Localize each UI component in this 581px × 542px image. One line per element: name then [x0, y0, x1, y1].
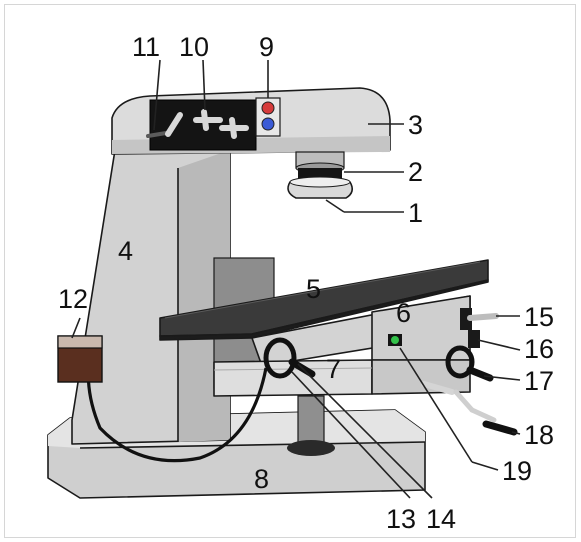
spindle-assembly — [287, 151, 354, 199]
elevating-screw — [287, 395, 335, 456]
label-16: 16 — [524, 334, 554, 364]
label-12: 12 — [58, 284, 88, 314]
label-10: 10 — [179, 32, 209, 62]
label-14: 14 — [426, 504, 456, 534]
coolant-tank — [57, 335, 268, 463]
part-labels: 11 10 9 3 2 1 4 5 6 7 8 12 13 14 15 16 1… — [58, 32, 554, 534]
blue-button-icon — [261, 117, 275, 131]
label-4: 4 — [118, 236, 133, 266]
knee — [213, 359, 471, 397]
work-table — [159, 259, 489, 341]
lever-icon — [146, 112, 183, 138]
machine-column — [71, 149, 275, 445]
green-indicator-icon — [391, 336, 399, 344]
label-13: 13 — [386, 504, 416, 534]
lever-icon — [193, 109, 223, 131]
label-1: 1 — [408, 198, 423, 228]
label-9: 9 — [259, 32, 274, 62]
label-11: 11 — [132, 32, 160, 62]
red-button-icon — [261, 101, 275, 115]
label-2: 2 — [408, 157, 423, 187]
label-8: 8 — [254, 464, 269, 494]
label-15: 15 — [524, 302, 554, 332]
label-17: 17 — [524, 366, 554, 396]
label-18: 18 — [524, 420, 554, 450]
lever-icon — [219, 117, 249, 139]
label-19: 19 — [502, 456, 532, 486]
label-7: 7 — [326, 354, 341, 384]
label-5: 5 — [306, 274, 321, 304]
label-6: 6 — [396, 298, 411, 328]
control-panel — [146, 97, 281, 151]
leader-lines — [71, 59, 521, 499]
label-3: 3 — [408, 110, 423, 140]
